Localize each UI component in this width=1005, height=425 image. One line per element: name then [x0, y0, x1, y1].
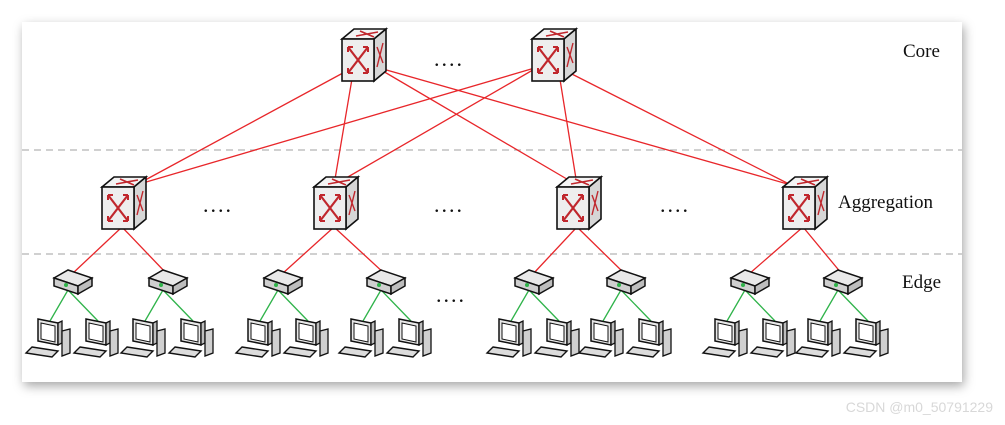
host-computer-icon — [338, 318, 384, 358]
aggregation-switch-icon — [555, 175, 603, 231]
host-computer-icon — [386, 318, 432, 358]
host-computer-icon — [702, 318, 748, 358]
aggregation-layer-label: Aggregation — [838, 192, 933, 213]
edge-layer-label: Edge — [902, 272, 941, 293]
edge-switch-icon — [823, 269, 863, 295]
host-computer-icon — [626, 318, 672, 358]
edge-switch-icon — [53, 269, 93, 295]
edge-host-link — [144, 289, 164, 322]
agg-edge-link — [121, 226, 168, 275]
edge-host-link — [380, 289, 412, 322]
edge-host-link — [362, 289, 382, 322]
host-computer-icon — [168, 318, 214, 358]
host-computer-icon — [283, 318, 329, 358]
watermark: CSDN @m0_50791229 — [845, 399, 993, 415]
edge-switch-icon — [730, 269, 770, 295]
edge-switch-icon — [148, 269, 188, 295]
host-computer-icon — [73, 318, 119, 358]
edge-switch-icon — [606, 269, 646, 295]
agg-edge-link — [333, 226, 386, 275]
aggregation-ellipsis-1: .... — [203, 192, 233, 217]
edge-host-link — [744, 289, 776, 322]
host-computer-icon — [750, 318, 796, 358]
core-agg-link — [333, 66, 355, 186]
core-agg-link — [375, 66, 792, 186]
agg-edge-link — [802, 226, 843, 275]
edge-switch-icon — [514, 269, 554, 295]
edge-host-link — [277, 289, 309, 322]
core-ellipsis: .... — [434, 46, 464, 71]
edge-switch-icon — [263, 269, 303, 295]
host-computer-icon — [25, 318, 71, 358]
edge-host-link — [259, 289, 279, 322]
core-switch-icon — [530, 27, 578, 83]
aggregation-switch-icon — [781, 175, 829, 231]
aggregation-ellipsis-2: .... — [434, 192, 464, 217]
host-computer-icon — [795, 318, 841, 358]
agg-edge-link — [281, 226, 335, 275]
edge-host-link — [510, 289, 530, 322]
host-computer-icon — [120, 318, 166, 358]
host-computer-icon — [534, 318, 580, 358]
aggregation-ellipsis-3: .... — [660, 192, 690, 217]
edge-host-link — [67, 289, 99, 322]
edge-host-link — [162, 289, 194, 322]
host-computer-icon — [235, 318, 281, 358]
core-layer-label: Core — [903, 41, 940, 62]
edge-host-link — [726, 289, 746, 322]
agg-edge-link — [748, 226, 804, 275]
core-agg-link — [135, 66, 539, 186]
edge-host-link — [602, 289, 622, 322]
agg-edge-link — [576, 226, 626, 275]
aggregation-switch-icon — [100, 175, 148, 231]
core-agg-link — [333, 66, 539, 186]
host-computer-icon — [843, 318, 889, 358]
aggregation-switch-icon — [312, 175, 360, 231]
host-computer-icon — [486, 318, 532, 358]
agg-edge-link — [532, 226, 578, 275]
edge-switch-icon — [366, 269, 406, 295]
host-computer-icon — [578, 318, 624, 358]
edge-host-link — [837, 289, 869, 322]
core-agg-link — [375, 66, 578, 186]
core-agg-link — [135, 66, 355, 186]
edge-ellipsis: .... — [436, 282, 466, 307]
edge-host-link — [49, 289, 69, 322]
core-agg-link — [557, 66, 792, 186]
agg-edge-link — [71, 226, 123, 275]
core-switch-icon — [340, 27, 388, 83]
edge-host-link — [620, 289, 652, 322]
edge-host-link — [819, 289, 839, 322]
edge-host-link — [528, 289, 560, 322]
core-agg-link — [557, 66, 578, 186]
